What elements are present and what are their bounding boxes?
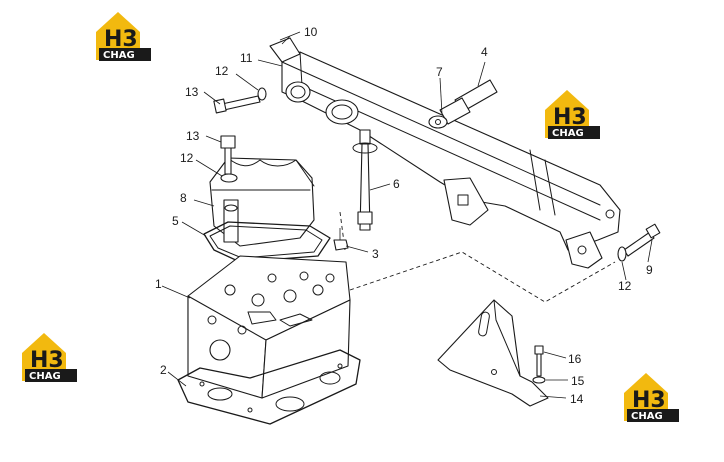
label-13-mid: 13 — [186, 129, 200, 143]
bolt-9 — [617, 223, 661, 262]
label-9: 9 — [646, 263, 653, 277]
head-gasket — [177, 349, 361, 425]
label-2: 2 — [160, 363, 167, 377]
bolt-13-top — [213, 87, 267, 114]
label-7: 7 — [436, 65, 443, 79]
label-5: 5 — [172, 214, 179, 228]
label-11: 11 — [240, 51, 253, 65]
brand-logo-bottom-right — [624, 373, 679, 422]
leader-lines — [161, 35, 653, 399]
callout-labels: 10 11 4 12 13 7 13 12 6 8 5 3 9 12 1 2 1… — [155, 25, 653, 406]
label-12-mid: 12 — [180, 151, 194, 165]
bolt-16 — [532, 345, 546, 384]
label-1: 1 — [155, 277, 162, 291]
label-6: 6 — [393, 177, 400, 191]
drain-plug — [333, 228, 349, 251]
label-3: 3 — [372, 247, 379, 261]
label-13-top: 13 — [185, 85, 199, 99]
label-4: 4 — [481, 45, 488, 59]
temperature-sensor — [428, 79, 498, 129]
brand-logo-right — [545, 90, 600, 139]
cylinder-head — [187, 255, 351, 399]
stud-bolt-6 — [352, 129, 378, 231]
valve-cover-gasket — [203, 221, 331, 263]
mounting-bracket — [437, 299, 549, 407]
exhaust-manifold — [281, 51, 621, 269]
pipe-stub — [269, 31, 301, 63]
svg-text:CHAG: CHAG — [103, 50, 135, 61]
label-12-right: 12 — [618, 279, 632, 293]
label-15: 15 — [571, 374, 585, 388]
label-14: 14 — [570, 392, 584, 406]
svg-text:H3: H3 — [104, 27, 138, 52]
label-16: 16 — [568, 352, 582, 366]
label-8: 8 — [180, 191, 187, 205]
label-10: 10 — [304, 25, 318, 39]
label-12-top: 12 — [215, 64, 229, 78]
brand-logo-top-left: H3 CHAG — [96, 12, 151, 61]
brand-logo-bottom-left — [22, 333, 77, 382]
